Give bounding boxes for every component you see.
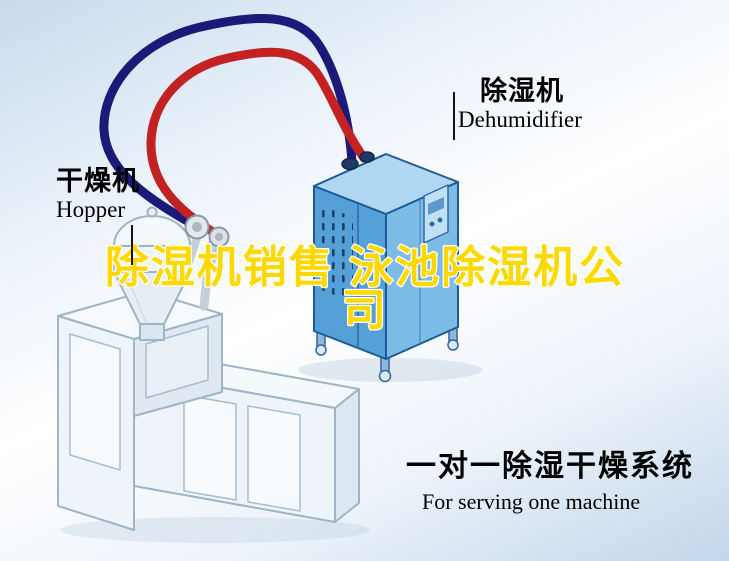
hose-ports <box>341 151 375 171</box>
dehumidifier-label-en: Dehumidifier <box>458 107 582 133</box>
dehumidifier-label-zh: 除湿机 <box>480 76 564 106</box>
head-side-panel <box>145 325 209 399</box>
hopper-dryer <box>113 206 223 341</box>
head-front-panel <box>69 333 121 471</box>
machine-panel-1 <box>183 394 237 501</box>
inner-dry-air-hose <box>146 47 369 239</box>
dehumidifier-leader-line <box>453 92 455 140</box>
hopper-machine <box>57 206 360 531</box>
hopper-label: 干燥机 Hopper <box>56 166 140 223</box>
system-caption: 一对一除湿干燥系统 For serving one machine <box>406 450 694 514</box>
machine-body-end <box>334 388 360 523</box>
system-caption-en: For serving one machine <box>422 488 641 514</box>
control-panel <box>423 184 449 244</box>
hopper-label-en: Hopper <box>56 197 125 223</box>
ground-shadows <box>60 358 482 543</box>
machine-panel-2 <box>247 405 301 512</box>
air-hoses <box>99 13 369 239</box>
door-handle <box>366 258 371 274</box>
hopper-neck <box>139 323 165 341</box>
vent-grille <box>321 205 353 302</box>
system-caption-zh: 一对一除湿干燥系统 <box>406 450 694 483</box>
dehumidifier-label: 除湿机 Dehumidifier <box>458 76 582 133</box>
watermark-line-2: 司 <box>342 286 388 335</box>
cabinet-top-face <box>313 153 459 215</box>
watermark-line-1: 除湿机销售 泳池除湿机公 <box>105 243 625 292</box>
hopper-label-zh: 干燥机 <box>56 166 140 196</box>
hopper-lid-knob <box>146 206 158 218</box>
dehumidifier-unit <box>313 153 459 383</box>
hopper-side-pipe <box>199 241 215 311</box>
watermark-text: 除湿机销售 泳池除湿机公 司 <box>104 242 625 337</box>
hopper-leader-line <box>131 225 133 265</box>
hose-flanges <box>184 214 230 248</box>
outer-return-hose <box>99 13 357 231</box>
